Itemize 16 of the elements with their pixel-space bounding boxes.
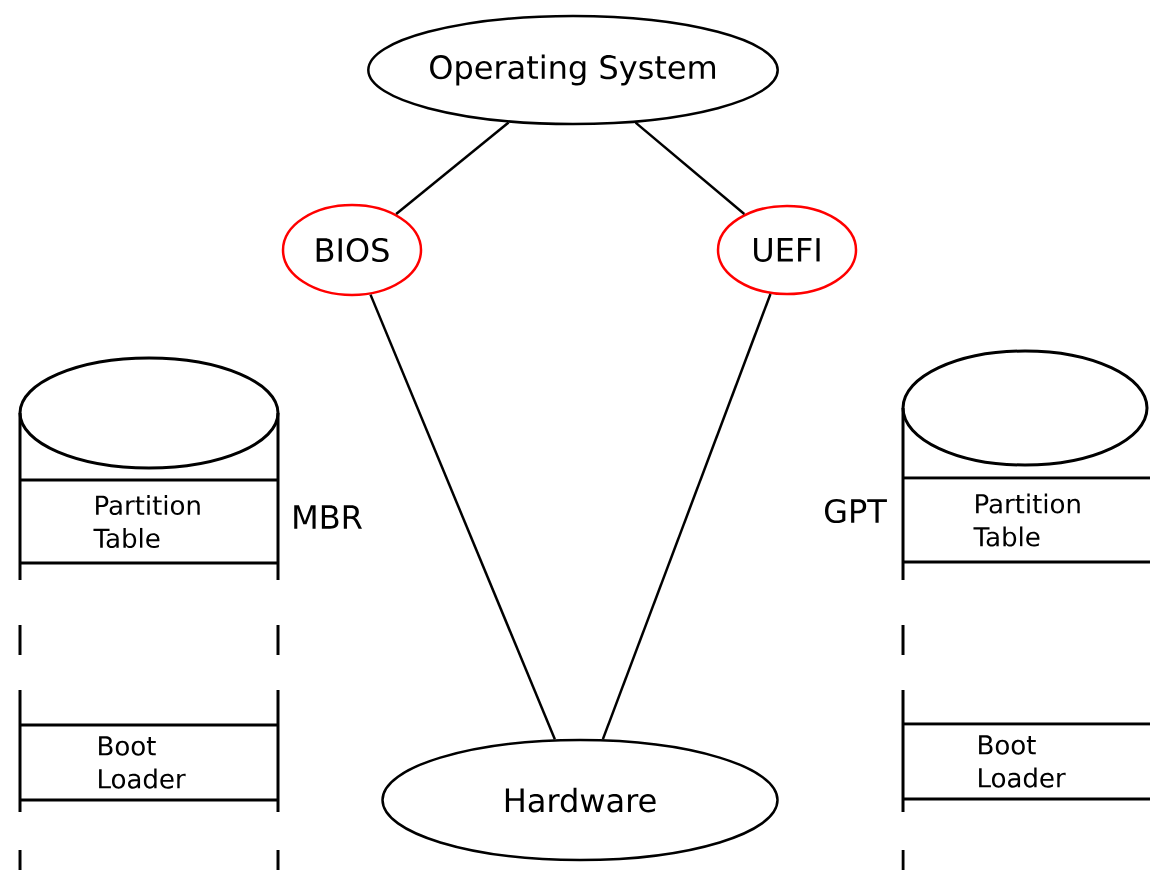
bubble: BIOS — [281, 203, 423, 297]
disk-section: Boot Loader — [20, 723, 278, 802]
bubble: Hardware — [381, 738, 779, 862]
connector-line — [369, 294, 556, 740]
disk-drawing — [901, 349, 1149, 870]
connector-line — [395, 121, 510, 215]
disk-label: GPT — [825, 498, 887, 524]
connector-line — [634, 121, 746, 216]
disk-section: Partition Table — [903, 476, 1150, 564]
bubble: UEFI — [716, 204, 858, 296]
disk-section: Partition Table — [20, 478, 278, 565]
bubble: Operating System — [367, 14, 779, 126]
disk-drawing — [18, 356, 280, 870]
disk-label: MBR — [294, 505, 362, 529]
connector-line — [601, 293, 772, 740]
disk-section: Boot Loader — [903, 722, 1150, 801]
